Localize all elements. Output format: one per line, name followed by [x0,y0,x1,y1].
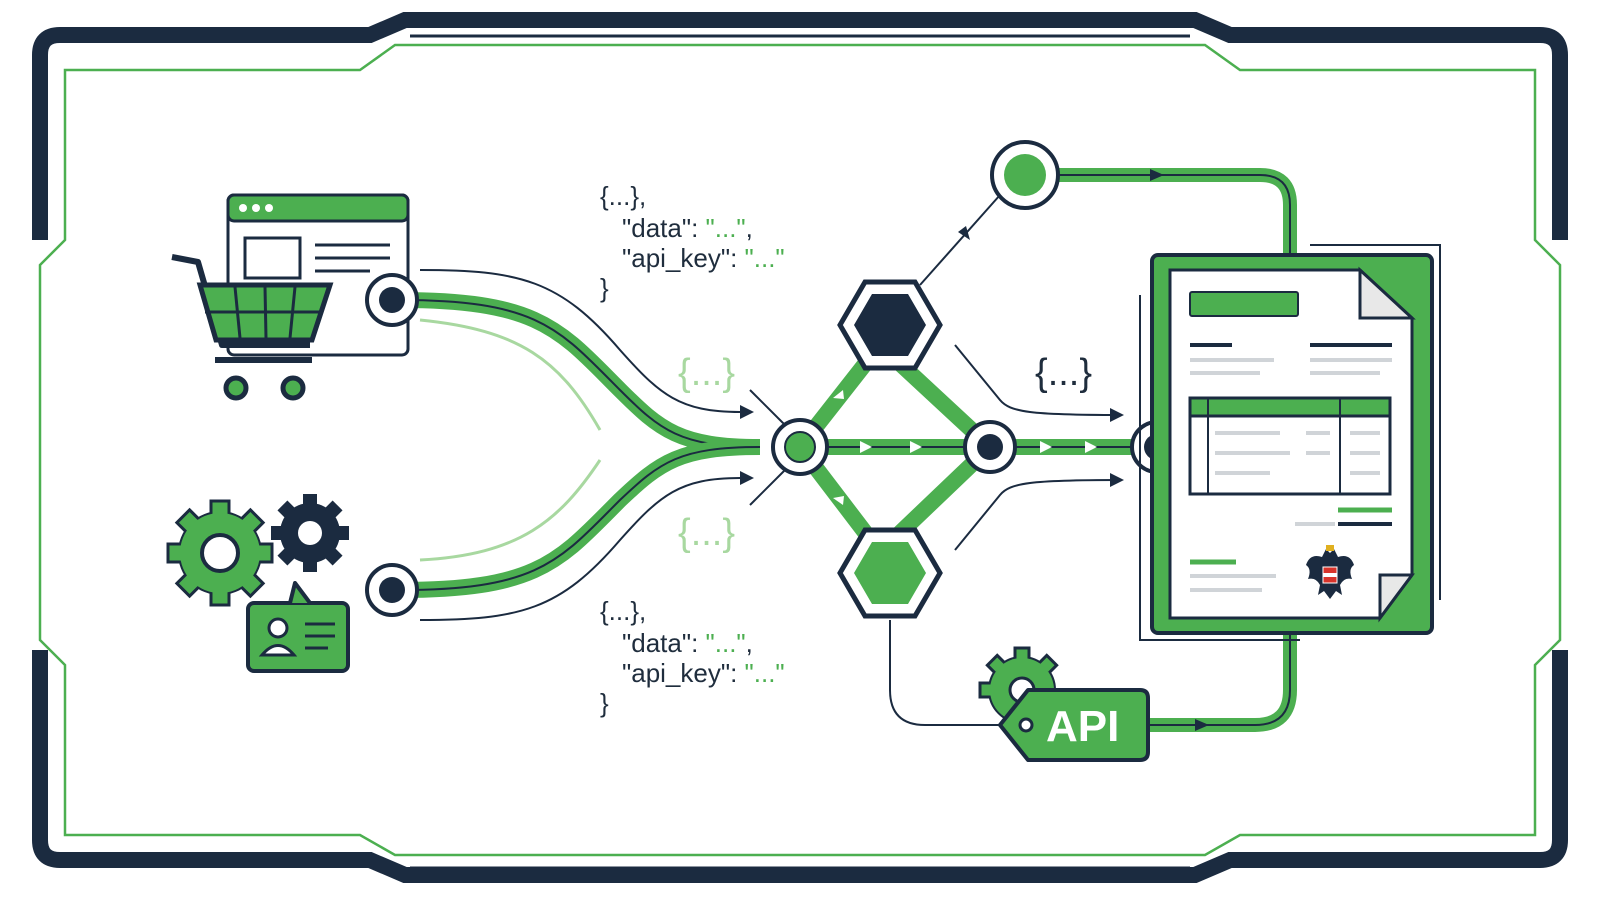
snippet-top-close: } [600,273,609,303]
snippet-bottom-line1: {...}, [600,596,646,626]
snippet-top-key1: "data" [622,213,691,243]
snippet-top-val2: "..." [745,243,785,273]
hub-nodes [771,140,1184,619]
gear-icon [166,499,274,607]
svg-text:"api_key": "...": "api_key": "..." [622,243,785,273]
frame [32,12,1568,883]
svg-text:"api_key": "...": "api_key": "..." [622,658,785,688]
snippet-top: {...}, "data": "...", "api_key": "..." } [600,181,785,303]
eagle-emblem-icon [1306,545,1354,599]
snippet-bottom-key1: "data" [622,628,691,658]
brace-right: {...} [1035,352,1092,394]
shop-output-node [365,273,419,327]
shopping-cart-icon [171,254,334,401]
snippet-top-line1: {...}, [600,181,646,211]
svg-text:"data": "...",: "data": "...", [622,213,753,243]
snippet-bottom-close: } [600,688,609,718]
invoice-document-icon [1139,244,1441,641]
api-tag-label: API [1046,702,1119,751]
brace-upper: {...} [678,352,735,394]
svg-text:"data": "...",: "data": "...", [622,628,753,658]
snippet-top-val1: "..." [706,213,746,243]
snippet-top-key2: "api_key" [622,243,730,273]
system-output-node [365,563,419,617]
shop-source [171,193,419,401]
hexagon-green-icon [837,527,943,619]
snippet-bottom-key2: "api_key" [622,658,730,688]
gear-small-icon [271,494,349,572]
hexagon-dark-icon [837,279,943,371]
top-branch-node [990,140,1060,210]
relay-node [963,420,1017,474]
profile-card-icon [246,581,350,673]
api-tag: API [978,646,1150,762]
snippet-bottom-val1: "..." [706,628,746,658]
snippet-bottom-val2: "..." [745,658,785,688]
system-source [166,494,419,673]
brace-lower: {...} [678,512,735,554]
snippet-bottom: {...}, "data": "...", "api_key": "..." } [600,596,785,718]
merge-node [771,418,829,476]
